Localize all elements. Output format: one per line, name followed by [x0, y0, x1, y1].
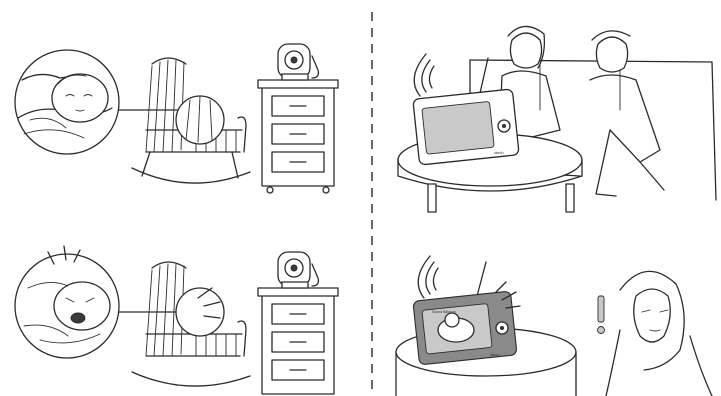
exclamation-icon: [598, 296, 605, 334]
scene-quiet-nursery: [15, 44, 338, 193]
scene-alert-nursery: [15, 246, 338, 394]
scene-alert-living-room: [396, 256, 712, 396]
woman-alerted: [606, 271, 712, 396]
man-relaxing: [590, 31, 664, 196]
parent-monitor-alerting: [413, 262, 517, 365]
crib: [132, 262, 250, 386]
scene-quiet-living-room: [398, 26, 716, 212]
dresser: [258, 80, 338, 193]
crying-baby-closeup: [15, 254, 119, 358]
monitor-brand-top: vtech: [494, 150, 504, 155]
baby-camera: [278, 252, 318, 288]
monitor-brand-bottom: vtech: [490, 352, 500, 357]
sleeping-baby-closeup: [15, 50, 119, 154]
baby-camera: [278, 44, 318, 80]
monitor-screen-banner: Sound Balance: [432, 310, 456, 314]
crib: [132, 58, 250, 183]
signal-waves-icon: [418, 256, 438, 298]
dresser: [258, 288, 338, 394]
parent-monitor: [413, 58, 519, 165]
signal-waves-icon: [414, 54, 434, 96]
